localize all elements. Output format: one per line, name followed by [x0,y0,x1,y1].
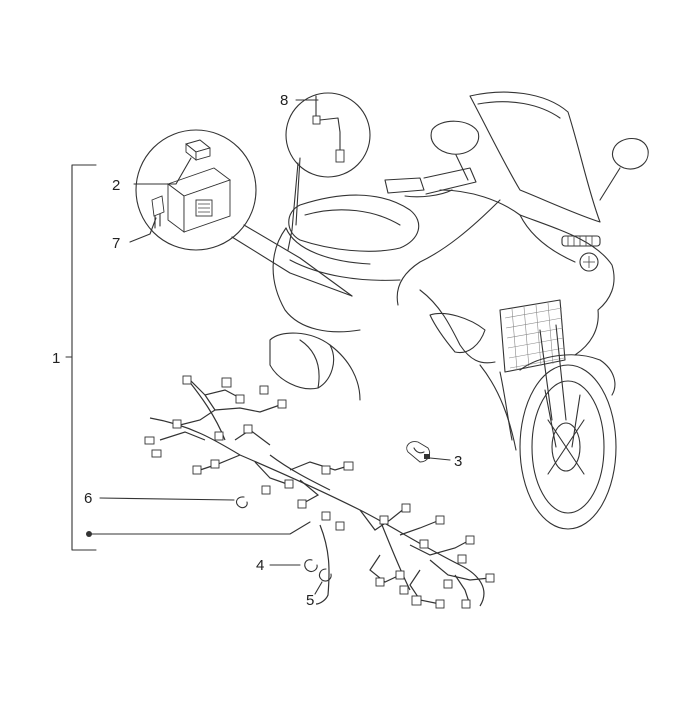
fuse-part [185,139,211,161]
leader-7 [129,217,157,243]
leader-dot [86,531,92,537]
relay-connector-part [151,195,165,229]
leader-5 [314,581,323,595]
item-1-bracket [65,164,97,551]
scooter-drawing [269,91,649,530]
sensor-part [312,95,345,163]
callout-label-7: 7 [112,235,120,252]
callout-label-5: 5 [306,592,314,609]
callout-label-2: 2 [112,177,120,194]
leader-2 [133,157,192,185]
leader-main [89,521,311,535]
sensor-detail-circle [285,92,371,251]
ecu-detail-circle [135,129,353,297]
ecu-module-part [167,167,231,233]
leader-6 [99,497,235,501]
callout-label-4: 4 [256,557,264,574]
clip-ring-5 [318,568,332,582]
callout-label-8: 8 [280,92,288,109]
clamp-part [406,441,431,463]
clip-ring-6 [235,496,248,509]
callout-label-3: 3 [454,453,462,470]
harness-connectors [144,375,495,609]
callout-label-6: 6 [84,490,92,507]
wiring-harness [144,375,495,609]
callout-label-1: 1 [52,350,60,367]
leader-3 [429,457,451,461]
clip-ring-4 [304,559,318,573]
